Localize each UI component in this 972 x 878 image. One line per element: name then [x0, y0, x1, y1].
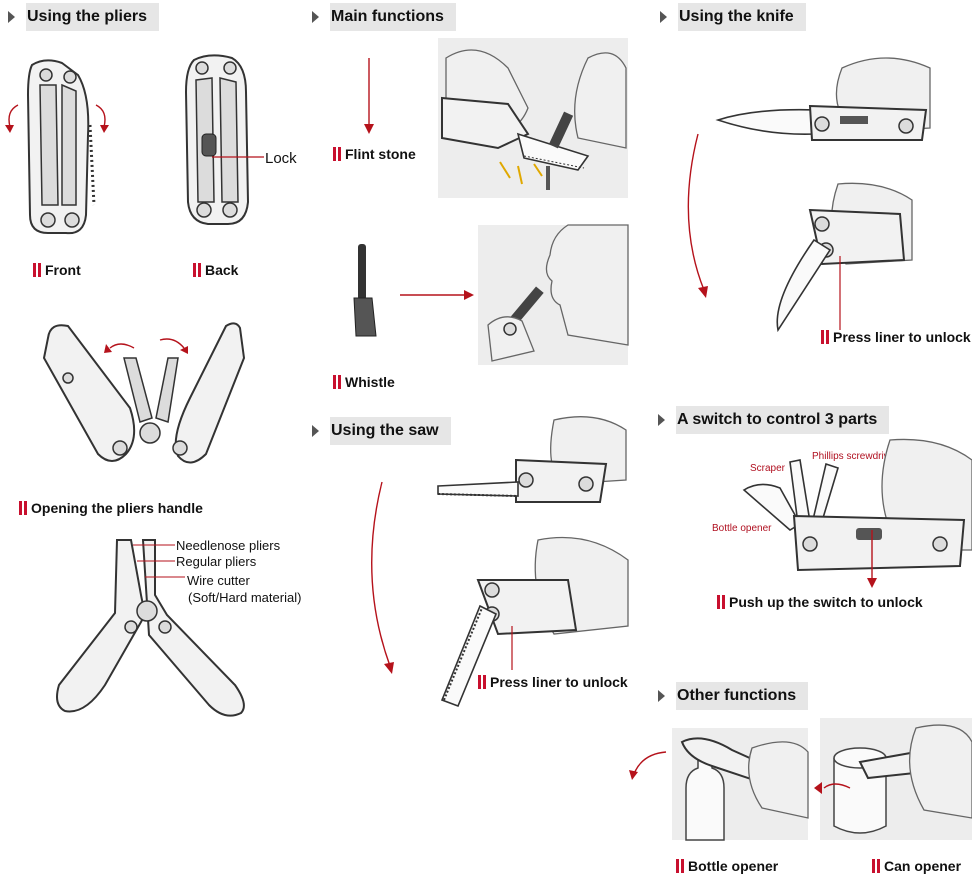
- section-header-knife: Using the knife: [660, 3, 806, 31]
- material-label: (Soft/Hard material): [188, 590, 302, 605]
- arrow-curve-bottle-icon: [629, 751, 667, 780]
- marker-icon: [333, 147, 341, 161]
- pliers-back-illustration: [184, 54, 264, 225]
- pliers-front-illustration: [5, 59, 109, 235]
- whistle-label: Whistle: [333, 374, 395, 390]
- back-label: Back: [193, 262, 238, 278]
- bottle-opener-part-label: Bottle opener: [712, 523, 772, 534]
- can-opener-label: Can opener: [872, 858, 961, 874]
- bottle-opener-illustration: [672, 728, 809, 841]
- saw-open-illustration: [440, 536, 629, 708]
- saw-unlock-text: Press liner to unlock: [490, 674, 628, 690]
- section-title: Using the knife: [679, 8, 794, 25]
- bottle-opener-label: Bottle opener: [676, 858, 778, 874]
- whistle-use-illustration: [478, 224, 629, 365]
- marker-icon: [33, 263, 41, 277]
- lock-label: Lock: [265, 150, 297, 167]
- marker-icon: [19, 501, 27, 515]
- arrow-down-icon: [364, 58, 374, 134]
- scraper-label: Scraper: [750, 463, 786, 474]
- triangle-icon: [658, 414, 665, 426]
- section-header-other: Other functions: [658, 682, 809, 710]
- arrow-curve-knife-icon: [687, 133, 708, 298]
- marker-icon: [872, 859, 880, 873]
- needlenose-label: Needlenose pliers: [176, 538, 281, 553]
- marker-icon: [333, 375, 341, 389]
- section-title: A switch to control 3 parts: [677, 411, 878, 428]
- front-label: Front: [33, 262, 81, 278]
- flint-label: Flint stone: [333, 146, 416, 162]
- can-opener-illustration: [814, 718, 972, 840]
- switch-illustration: [742, 438, 972, 588]
- section-title: Using the saw: [331, 422, 439, 439]
- knife-unlock-text: Press liner to unlock: [833, 329, 971, 345]
- section-header-saw: Using the saw: [312, 417, 451, 445]
- saw-closed-illustration: [437, 416, 627, 503]
- arrow-right-icon: [400, 290, 474, 300]
- section-title: Main functions: [331, 8, 444, 25]
- knife-open-illustration: [776, 182, 913, 333]
- bottle-opener-text: Bottle opener: [688, 858, 779, 874]
- triangle-icon: [8, 11, 15, 23]
- marker-icon: [478, 675, 486, 689]
- back-label-text: Back: [205, 262, 239, 278]
- can-opener-text: Can opener: [884, 858, 962, 874]
- section-header-pliers: Using the pliers: [8, 3, 160, 31]
- triangle-icon: [660, 11, 667, 23]
- triangle-icon: [312, 11, 319, 23]
- whistle-label-text: Whistle: [345, 374, 395, 390]
- marker-icon: [193, 263, 201, 277]
- section-title: Using the pliers: [27, 8, 148, 25]
- pliers-parts-illustration: [56, 539, 245, 717]
- saw-unlock-label: Press liner to unlock: [478, 674, 628, 690]
- knife-unlock-label: Press liner to unlock: [821, 329, 971, 345]
- marker-icon: [821, 330, 829, 344]
- section-title: Other functions: [677, 687, 797, 704]
- flint-label-text: Flint stone: [345, 146, 416, 162]
- section-header-switch: A switch to control 3 parts: [658, 406, 890, 434]
- pliers-open-illustration: [42, 322, 246, 464]
- front-label-text: Front: [45, 262, 81, 278]
- regular-pliers-label: Regular pliers: [176, 554, 257, 569]
- triangle-icon: [658, 690, 665, 702]
- marker-icon: [676, 859, 684, 873]
- switch-unlock-text: Push up the switch to unlock: [729, 594, 923, 610]
- whistle-illustration: [353, 244, 377, 337]
- phillips-label: Phillips screwdriver: [812, 451, 898, 462]
- flint-illustration: [438, 38, 628, 198]
- knife-closed-illustration: [715, 57, 931, 141]
- opening-label: Opening the pliers handle: [19, 500, 203, 516]
- switch-unlock-label: Push up the switch to unlock: [717, 594, 923, 610]
- marker-icon: [717, 595, 725, 609]
- opening-label-text: Opening the pliers handle: [31, 500, 203, 516]
- arrow-curve-saw-icon: [371, 481, 394, 674]
- triangle-icon: [312, 425, 319, 437]
- section-header-main: Main functions: [312, 3, 456, 31]
- wire-cutter-label: Wire cutter: [187, 573, 250, 588]
